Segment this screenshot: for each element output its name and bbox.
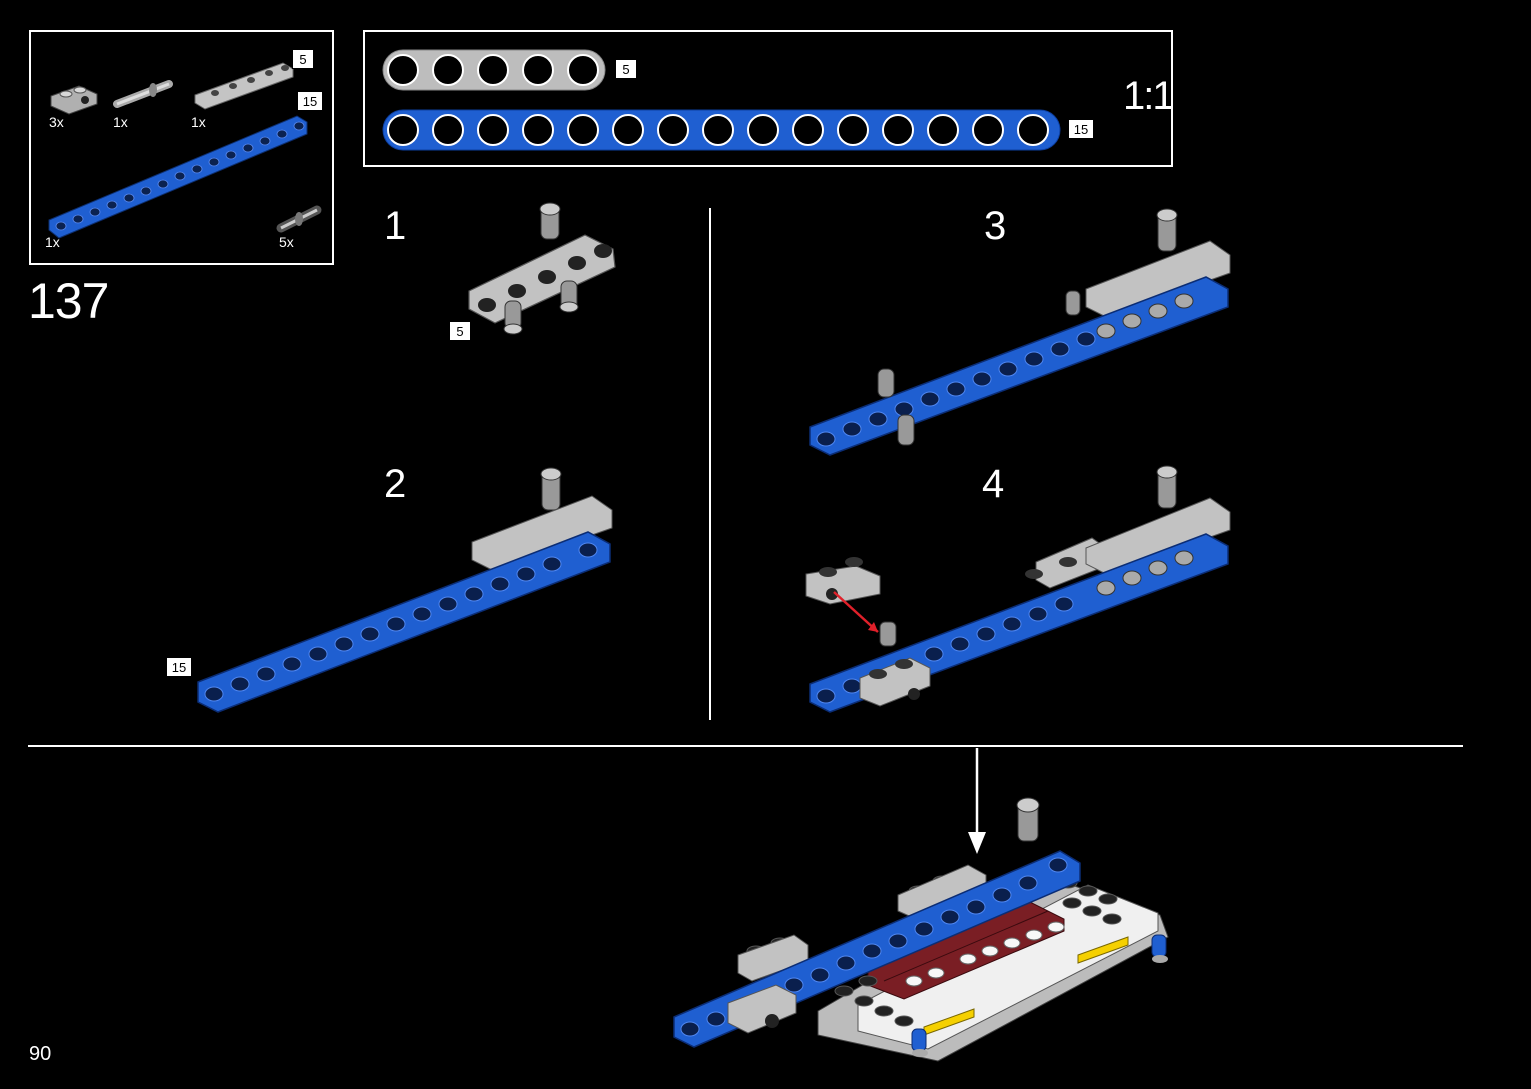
liftarm-5-grey-icon (191, 57, 301, 107)
parts-item-qty: 5x (279, 234, 294, 250)
page-number: 90 (29, 1043, 51, 1066)
step-1-callout: 5 (449, 321, 471, 341)
main-step-number: 137 (28, 272, 108, 330)
liftarm-15-blue-icon (43, 112, 313, 242)
step-3-assembly-illustration (806, 205, 1246, 455)
length-callout-5: 5 (292, 49, 314, 69)
beam-5-scale-drawing (381, 48, 621, 98)
scale-label: 1:1 (1123, 74, 1173, 119)
length-callout-15: 15 (297, 91, 323, 111)
step-2-assembly-illustration (192, 462, 622, 722)
step-divider-vertical (709, 208, 711, 720)
step-4-assembly-illustration (806, 462, 1246, 722)
scale-beam-15-label: 15 (1068, 119, 1094, 139)
step-divider-horizontal (28, 745, 1463, 747)
parts-item-qty: 1x (45, 234, 60, 250)
step-1-number: 1 (384, 204, 406, 249)
step-1-assembly-illustration (465, 205, 645, 345)
step-2-callout: 15 (166, 657, 192, 677)
beam-15-scale-drawing (381, 108, 1071, 158)
axle-pin-icon (113, 74, 183, 114)
scale-beam-5-label: 5 (615, 59, 637, 79)
scale-reference-box: 5 15 1:1 (363, 30, 1173, 167)
result-assembly-illustration (668, 795, 1188, 1065)
parts-list-box: 3x 1x 1x 5 1x 15 (29, 30, 334, 265)
